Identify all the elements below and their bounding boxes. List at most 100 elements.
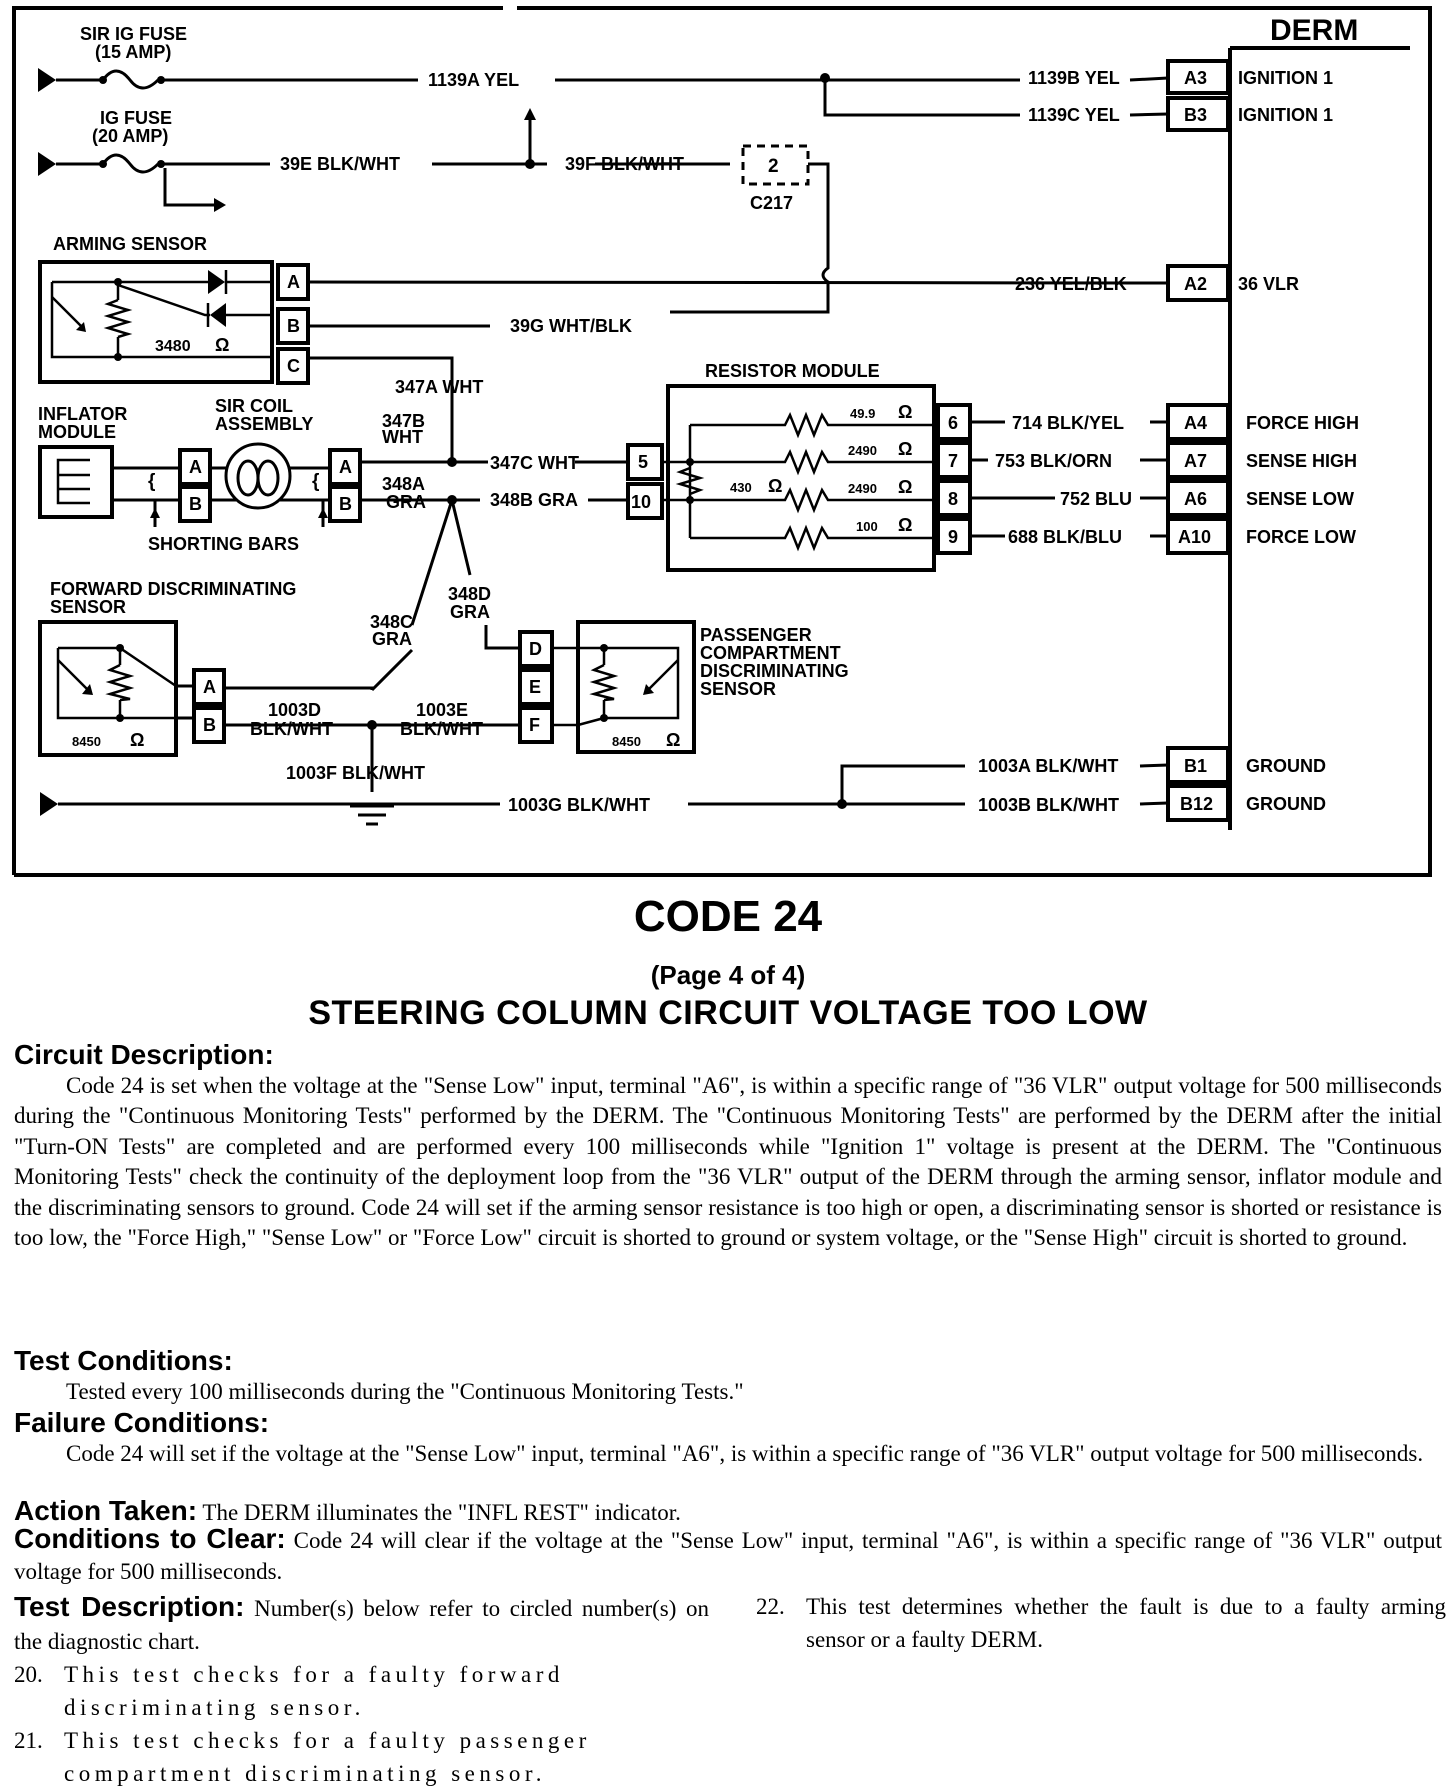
derm-label-a6: SENSE LOW (1246, 489, 1354, 509)
wire-348a-2: GRA (386, 492, 426, 512)
wire-1139a: 1139A YEL (428, 70, 519, 90)
ohm-symbol: Ω (898, 477, 912, 497)
arming-sensor-title: ARMING SENSOR (53, 234, 207, 254)
resistor-module: RESISTOR MODULE 5 10 430 Ω 49.9 Ω 2490 Ω… (626, 361, 1168, 572)
wiring-diagram: DERM A3 IGNITION 1 B3 IGNITION 1 A2 36 V… (12, 6, 1432, 877)
derm-title: DERM (1270, 14, 1358, 47)
test-description-intro: Number(s) below refer to circled number(… (14, 1596, 710, 1654)
wire-348c-2: GRA (372, 629, 412, 649)
ohm-symbol: Ω (898, 402, 912, 422)
wire-348d-1: 348D (448, 584, 491, 604)
test-conditions-section: Test Conditions: Tested every 100 millis… (14, 1345, 1442, 1407)
test-conditions-heading: Test Conditions: (14, 1345, 233, 1376)
conditions-to-clear-text: Code 24 will clear if the voltage at the… (14, 1528, 1443, 1584)
test-conditions-text: Tested every 100 milliseconds during the… (66, 1378, 744, 1404)
list-item-text: This test checks for a faulty forward di… (64, 1662, 564, 1720)
sir-coil-label-1: SIR COIL (215, 396, 293, 416)
fuse-feeds: SIR IG FUSE (15 AMP) 1139A YEL 1139B YEL… (38, 24, 1169, 212)
resistor-module-title: RESISTOR MODULE (705, 361, 880, 381)
resistor-icon (690, 524, 935, 552)
list-item-text: This test checks for a faulty passenger … (64, 1728, 591, 1786)
wire-347b-2: WHT (382, 427, 423, 447)
list-item-number: 21. (14, 1728, 43, 1753)
derm-pin-a2: A2 (1184, 274, 1207, 294)
inflator-label-2: MODULE (38, 422, 116, 442)
list-item-number: 20. (14, 1662, 43, 1687)
sir-coil-label-2: ASSEMBLY (215, 414, 313, 434)
wire-348a-1: 348A (382, 474, 425, 494)
conditions-to-clear-section: Conditions to Clear: Code 24 will clear … (14, 1523, 1443, 1587)
ground-feed-arrow-icon (40, 792, 58, 816)
derm-pin-b1: B1 (1184, 756, 1207, 776)
power-arrow-icon (38, 152, 56, 176)
resmod-pin-10: 10 (631, 492, 651, 512)
derm-pin-b12: B12 (1180, 794, 1213, 814)
derm-label-a3: IGNITION 1 (1238, 68, 1333, 88)
resistor-icon (690, 411, 935, 439)
derm-pin-a6: A6 (1184, 489, 1207, 509)
wire-1003e-1: 1003E (416, 700, 468, 720)
passenger-pin-e: E (529, 677, 541, 697)
page-indicator: (Page 4 of 4) (650, 960, 806, 990)
fuse-icon (101, 153, 160, 174)
code-title: CODE 24 (633, 892, 823, 941)
resmod-pin-9: 9 (948, 527, 958, 547)
resistor-icon (675, 466, 705, 496)
derm-pin-a3: A3 (1184, 68, 1207, 88)
passenger-sensor-resistance: 8450 (612, 734, 641, 749)
arming-sensor: ARMING SENSOR 3480 Ω A B C 236 YEL/BLK 3… (38, 234, 1169, 398)
wire-348c-1: 348C (370, 612, 413, 632)
derm-pin-a10: A10 (1178, 527, 1211, 547)
shorting-bar-right: { (312, 471, 319, 492)
ig-fuse-amps: (20 AMP) (92, 126, 168, 146)
passenger-pin-d: D (529, 639, 542, 659)
inflator-and-coil: INFLATOR MODULE { A B SIR COIL ASSEMBLY … (38, 396, 362, 554)
wire-1139b: 1139B YEL (1028, 68, 1120, 88)
test-description-heading: Test Description: (14, 1591, 245, 1622)
derm-pins: A3 IGNITION 1 B3 IGNITION 1 A2 36 VLR A4… (1166, 59, 1359, 822)
resistor-2-value: 2490 (848, 443, 877, 458)
resmod-pin-6: 6 (948, 413, 958, 433)
derm-label-a4: FORCE HIGH (1246, 413, 1359, 433)
ohm-symbol: Ω (898, 439, 912, 459)
coil-icon (224, 442, 292, 510)
wire-1003e-2: BLK/WHT (400, 719, 483, 739)
resistor-icon (589, 663, 619, 702)
forward-sensor-label-2: SENSOR (50, 597, 126, 617)
wire-1003d-2: BLK/WHT (250, 719, 333, 739)
action-taken-heading: Action Taken: (14, 1495, 198, 1526)
forward-pin-b: B (203, 715, 216, 735)
diode-icon (208, 270, 225, 294)
derm-pin-b3: B3 (1184, 105, 1207, 125)
forward-pin-a: A (203, 677, 216, 697)
passenger-label-1: PASSENGER (700, 625, 812, 645)
diagram-frame (12, 6, 1432, 877)
circuit-description-heading: Circuit Description: (14, 1039, 274, 1070)
derm-label-a2: 36 VLR (1238, 274, 1299, 294)
resistor-icon (103, 298, 133, 339)
list-item-text: This test determines whether the fault i… (806, 1594, 1446, 1652)
ohm-symbol: Ω (215, 335, 229, 355)
arming-resistance: 3480 (155, 338, 191, 355)
resistor-icon (690, 448, 935, 476)
resistor-4-value: 100 (856, 519, 878, 534)
ohm-symbol: Ω (130, 730, 144, 750)
derm-label-a7: SENSE HIGH (1246, 451, 1357, 471)
wire-236: 236 YEL/BLK (1015, 274, 1127, 294)
c217-name: C217 (750, 193, 793, 213)
passenger-label-4: SENSOR (700, 679, 776, 699)
list-item: 22. This test determines whether the fau… (756, 1590, 1446, 1656)
resistor-3-value: 2490 (848, 481, 877, 496)
derm-pin-a7: A7 (1184, 451, 1207, 471)
wire-1003f: 1003F BLK/WHT (286, 763, 425, 783)
arrow-right-icon (214, 198, 226, 212)
resistor-icon (105, 663, 135, 702)
coil-left-pin-a: A (189, 457, 202, 477)
arrow-up-icon (524, 108, 536, 120)
failure-conditions-section: Failure Conditions: Code 24 will set if … (14, 1407, 1442, 1469)
diode-icon (210, 303, 226, 327)
sir-fuse-label: SIR IG FUSE (80, 24, 187, 44)
resistor-1-value: 49.9 (850, 406, 875, 421)
wire-348d-2: GRA (450, 602, 490, 622)
wire-1003b: 1003B BLK/WHT (978, 795, 1119, 815)
